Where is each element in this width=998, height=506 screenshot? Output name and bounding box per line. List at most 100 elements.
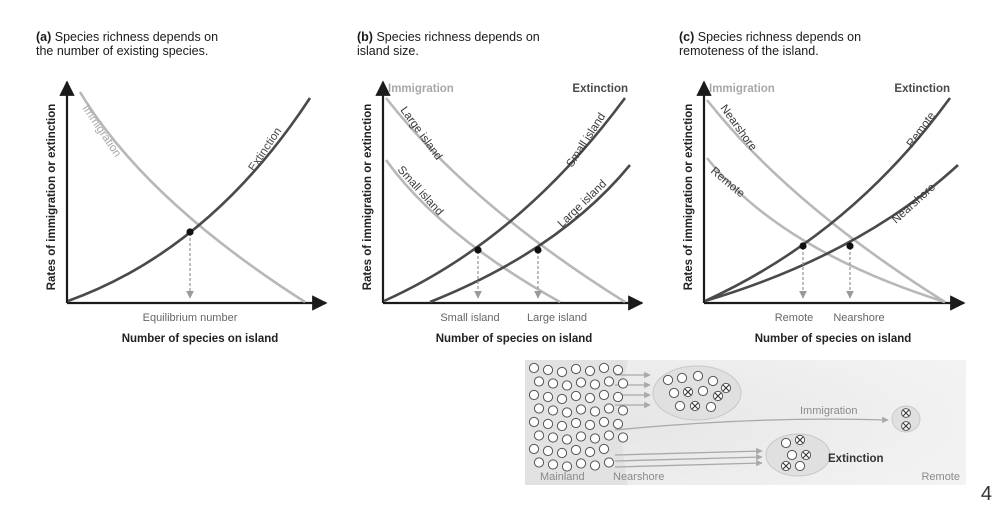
species-dot bbox=[786, 449, 798, 461]
extinct-cross-mark bbox=[802, 451, 810, 459]
panel-b-letter: (b) bbox=[357, 30, 373, 44]
inset-species-dots bbox=[528, 362, 911, 472]
inset-extinction-label: Extinction bbox=[828, 453, 884, 465]
species-dot bbox=[570, 417, 582, 429]
species-dot bbox=[528, 362, 540, 374]
species-dot bbox=[589, 460, 601, 471]
species-dot bbox=[528, 416, 540, 428]
species-dot bbox=[570, 390, 582, 402]
panel-c-y-title: Rates of immigration or extinction bbox=[683, 104, 695, 291]
inset-remote-island bbox=[891, 405, 921, 433]
species-dot bbox=[697, 385, 709, 397]
species-dot bbox=[617, 432, 629, 443]
panel-b-y-title: Rates of immigration or extinction bbox=[362, 104, 374, 291]
inset-remote-label: Remote bbox=[921, 471, 960, 483]
species-dot bbox=[570, 363, 582, 375]
species-dot bbox=[598, 362, 610, 374]
species-dot bbox=[589, 379, 601, 390]
panel-c-title: (c) Species richness depends on remotene… bbox=[679, 30, 861, 58]
species-dot bbox=[676, 372, 688, 384]
panel-b-small-equilibrium-point bbox=[474, 246, 482, 254]
panel-a-equilibrium-label: Equilibrium number bbox=[143, 312, 238, 324]
panel-b-title-line2: island size. bbox=[357, 44, 419, 58]
panel-b-tick-large: Large island bbox=[527, 312, 587, 324]
panel-b-extinction-large-curve bbox=[429, 164, 632, 304]
panel-c-tick-nearshore: Nearshore bbox=[833, 312, 884, 324]
panel-c-extinction-nearshore-curve bbox=[704, 164, 959, 303]
species-dot bbox=[556, 447, 568, 459]
panel-c-tick-remote: Remote bbox=[775, 312, 814, 324]
panel-b-small-island-ext-label: Small island bbox=[564, 111, 608, 170]
species-dot bbox=[794, 460, 806, 472]
panel-b-extinction-head: Extinction bbox=[572, 83, 628, 95]
species-dot bbox=[575, 458, 587, 469]
panel-a-chart: Immigration Extinction Equilibrium numbe… bbox=[46, 80, 328, 345]
panel-a-title-line2: the number of existing species. bbox=[36, 44, 209, 58]
panel-c-remote-equilibrium-point bbox=[799, 242, 807, 250]
extinct-cross-mark bbox=[714, 392, 722, 400]
species-dot bbox=[674, 400, 686, 412]
panel-c-nearshore-equilibrium-point bbox=[846, 242, 854, 250]
species-dot bbox=[561, 434, 573, 445]
species-dot bbox=[556, 420, 568, 432]
inset-nearshore-label: Nearshore bbox=[613, 471, 664, 483]
panel-a-immigration-curve bbox=[78, 91, 306, 304]
panel-b-small-island-imm-label: Small island bbox=[395, 164, 445, 218]
species-dot bbox=[584, 392, 596, 404]
species-dot bbox=[668, 387, 680, 399]
panel-b-large-equilibrium-point bbox=[534, 246, 542, 254]
panel-c-immigration-remote-curve bbox=[705, 157, 946, 304]
species-dot bbox=[707, 375, 719, 387]
extinct-cross-mark bbox=[691, 402, 699, 410]
species-dot bbox=[603, 403, 615, 414]
species-dot bbox=[584, 365, 596, 377]
species-dot bbox=[547, 432, 559, 443]
panel-b-immigration-small-curve bbox=[384, 159, 561, 304]
species-dot bbox=[705, 401, 717, 413]
extinct-cross-mark bbox=[722, 384, 730, 392]
island-inset: Immigration Extinction Mainland Nearshor… bbox=[525, 360, 966, 485]
panel-a-extinction-label: Extinction bbox=[247, 126, 285, 174]
species-dot bbox=[533, 430, 545, 441]
species-dot bbox=[584, 446, 596, 458]
species-dot bbox=[617, 378, 629, 389]
species-dot bbox=[603, 430, 615, 441]
panel-a-extinction-curve bbox=[67, 97, 312, 303]
species-dot bbox=[575, 431, 587, 442]
panel-c-title-line2: remoteness of the island. bbox=[679, 44, 819, 58]
extinct-cross-mark bbox=[684, 388, 692, 396]
panel-a-title: (a) Species richness depends on the numb… bbox=[36, 30, 218, 58]
species-dot bbox=[780, 437, 792, 449]
panel-b-chart: Immigration Extinction Large island Smal… bbox=[362, 80, 644, 345]
species-dot bbox=[612, 364, 624, 376]
panel-b-extinction-small-curve bbox=[383, 97, 627, 303]
species-dot bbox=[556, 393, 568, 405]
species-dot bbox=[542, 364, 554, 376]
panel-c-title-line1: Species richness depends on bbox=[697, 30, 862, 44]
panel-c-nearshore-ext-label: Nearshore bbox=[890, 181, 938, 226]
panel-a-letter: (a) bbox=[36, 30, 52, 44]
panel-c-nearshore-imm-label: Nearshore bbox=[718, 103, 759, 154]
panel-b-large-island-imm-label: Large island bbox=[398, 105, 445, 163]
panel-c-x-title: Number of species on island bbox=[755, 333, 912, 345]
species-dot bbox=[542, 445, 554, 457]
panel-a-immigration-label: Immigration bbox=[80, 103, 124, 160]
species-dot bbox=[528, 389, 540, 401]
panel-a-x-title: Number of species on island bbox=[122, 333, 279, 345]
panel-c-chart: Immigration Extinction Nearshore Remote … bbox=[683, 80, 966, 345]
panel-c-immigration-head: Immigration bbox=[709, 83, 775, 95]
species-dot bbox=[603, 376, 615, 387]
species-dot bbox=[561, 380, 573, 391]
panel-b-title-line1: Species richness depends on bbox=[376, 30, 540, 44]
panel-c-immigration-nearshore-curve bbox=[705, 99, 946, 304]
panel-c-extinction-remote-curve bbox=[704, 97, 952, 303]
species-dot bbox=[542, 391, 554, 403]
species-dot bbox=[575, 404, 587, 415]
extinct-cross-mark bbox=[796, 436, 804, 444]
panel-a-title-line1: Species richness depends on bbox=[54, 30, 219, 44]
page-number: 4 bbox=[980, 483, 992, 505]
extinct-cross-mark bbox=[902, 422, 910, 430]
species-dot bbox=[547, 405, 559, 416]
species-dot bbox=[598, 443, 610, 455]
species-dot bbox=[589, 406, 601, 417]
